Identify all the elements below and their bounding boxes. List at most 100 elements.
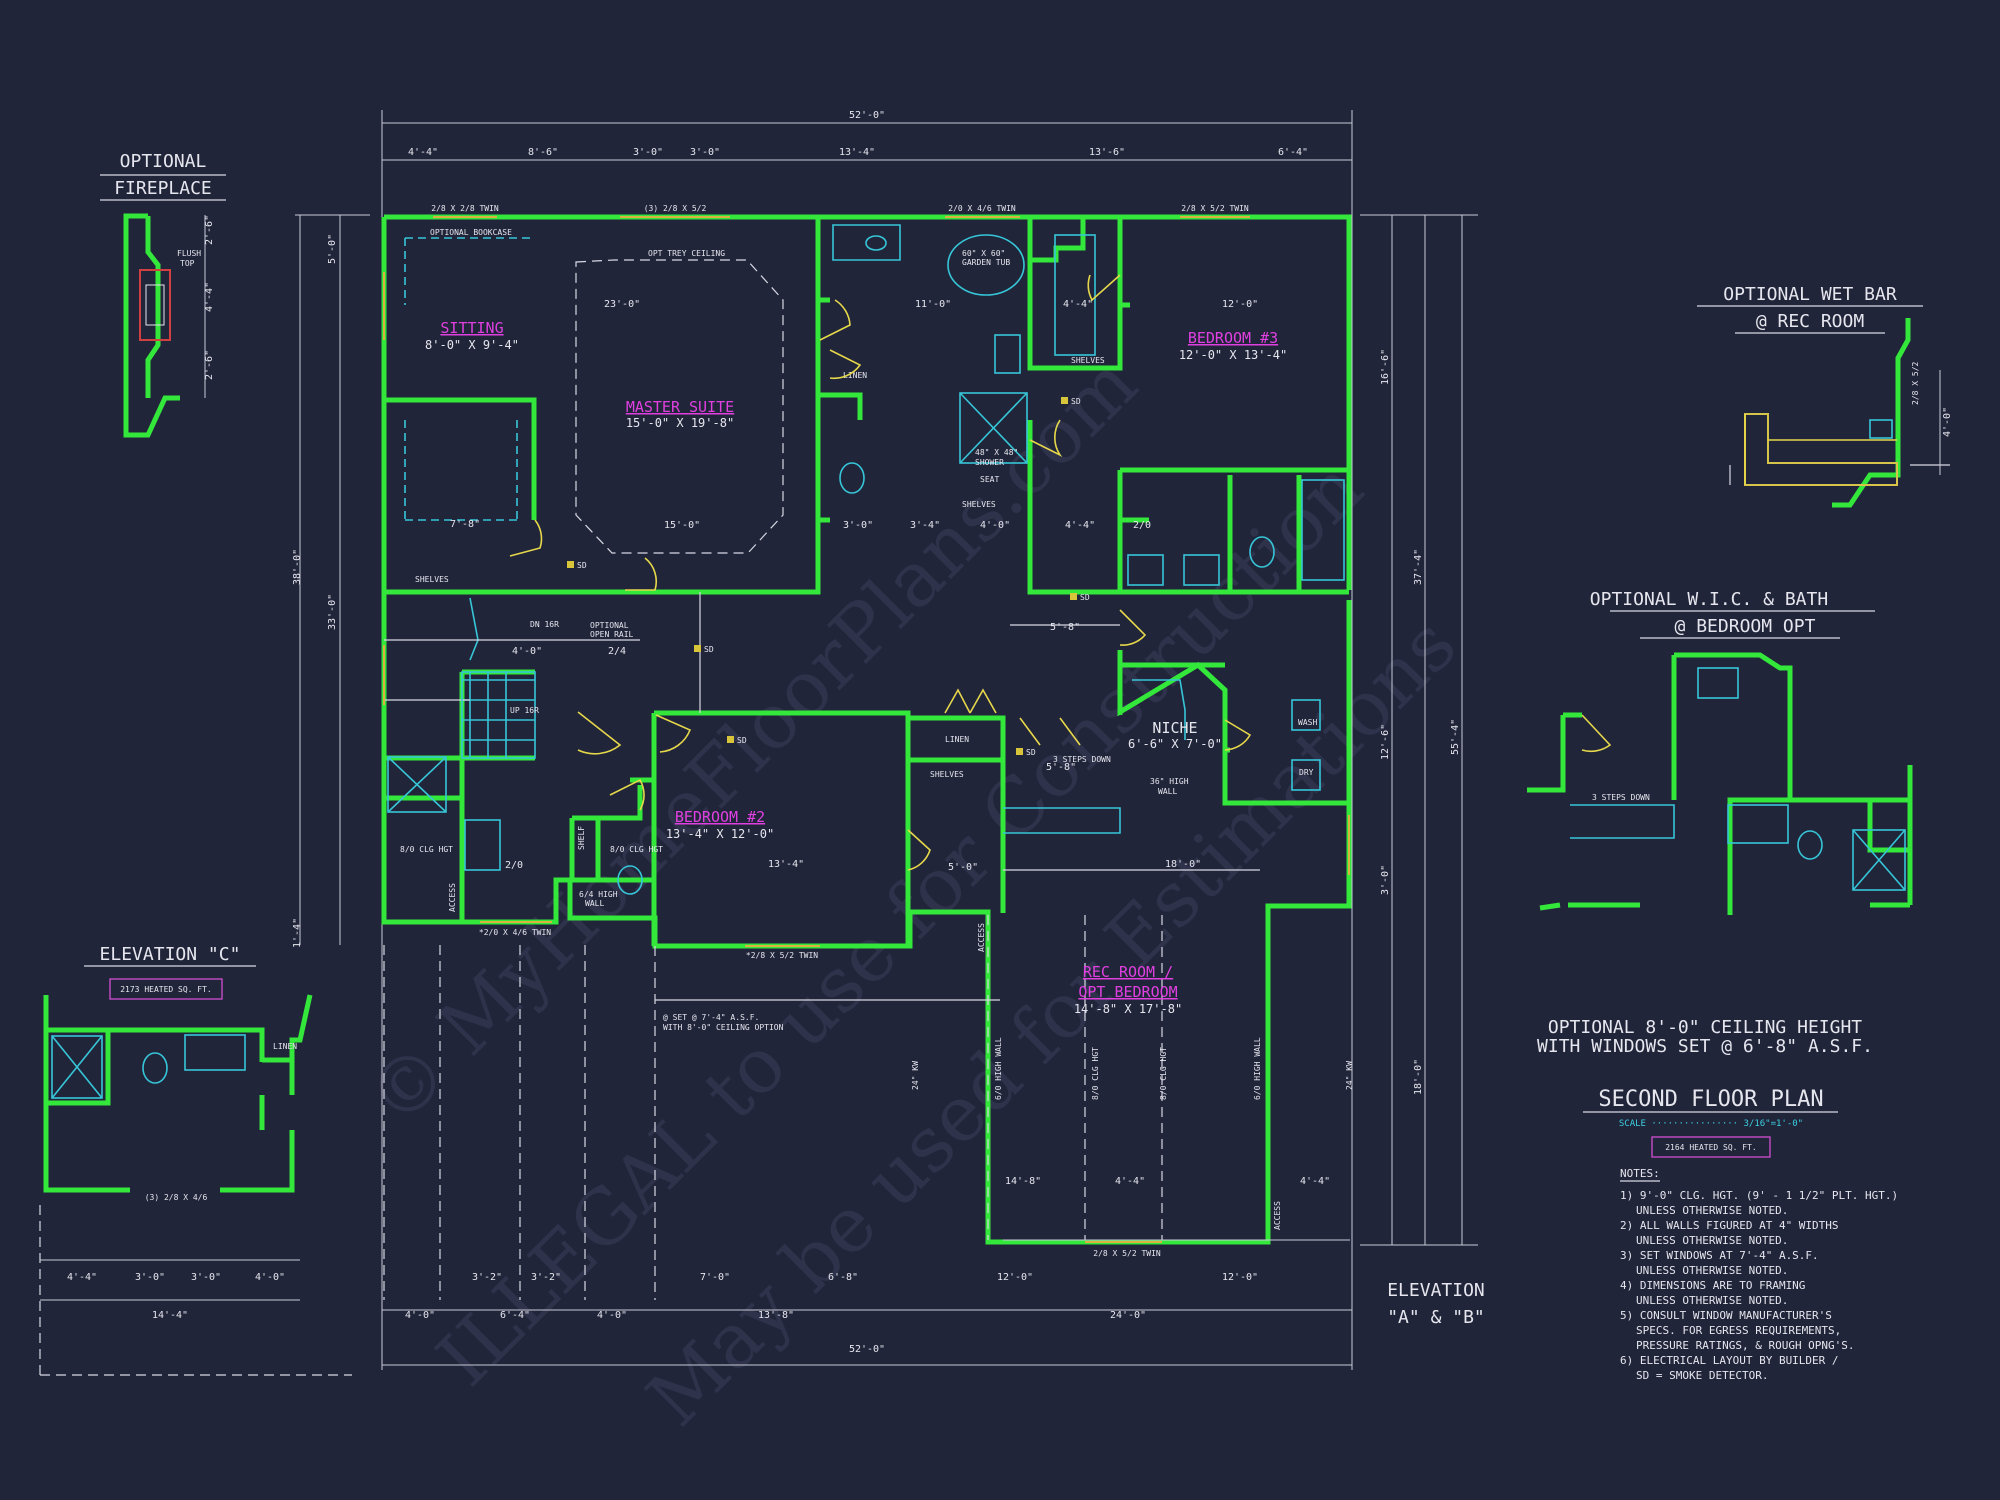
open-rail-2: OPEN RAIL [590, 630, 634, 639]
sd-marker-2 [1061, 397, 1068, 404]
sd-label-4: SD [704, 645, 714, 654]
bath-dim-4: 3'-4" [910, 520, 940, 531]
note-line-4: UNLESS OTHERWISE NOTED. [1636, 1234, 1788, 1247]
note-line-2: UNLESS OTHERWISE NOTED. [1636, 1204, 1788, 1217]
shelf-label: SHELF [577, 826, 586, 850]
garden-tub-size: 60" X 60" [962, 249, 1005, 258]
note-line-5: 3) SET WINDOWS AT 7'-4" A.S.F. [1620, 1249, 1819, 1262]
rec-dim-3: 4'-4" [1300, 1176, 1330, 1187]
bottom2-dim-4: 13'-8" [758, 1310, 794, 1321]
right-dim-3: 12'-6" [1380, 724, 1391, 760]
top-dim-3: 3'-0" [633, 147, 663, 158]
right-dim-4: 55'-4" [1450, 719, 1461, 755]
svg-text:2/8 X 5/2: 2/8 X 5/2 [1911, 361, 1920, 405]
sd-marker-1 [567, 561, 574, 568]
shelves-label-4: SHELVES [930, 770, 964, 779]
top-dim-4: 3'-0" [690, 147, 720, 158]
second-floor-plan-title: SECOND FLOOR PLAN [1598, 1087, 1823, 1112]
room-master-suite-dims: 15'-0" X 19'-8" [626, 416, 734, 430]
bottom-dim-4: 6'-8" [828, 1272, 858, 1283]
ceiling-option-1: OPTIONAL 8'-0" CEILING HEIGHT [1548, 1017, 1862, 1038]
heated-sq-ft: 2164 HEATED SQ. FT. [1665, 1143, 1757, 1152]
wash-label: WASH [1298, 718, 1317, 727]
shelves-label-1: SHELVES [415, 575, 449, 584]
dim-23ft: 23'-0" [604, 299, 640, 310]
linen-label-1: LINEN [843, 371, 867, 380]
wic-title-1: OPTIONAL W.I.C. & BATH [1590, 589, 1828, 610]
dry-label: DRY [1299, 768, 1314, 777]
sd-label-6: SD [1026, 748, 1036, 757]
watermark: © MyHomeFloorPlans.com ILLEGAL to use fo… [350, 339, 1473, 1443]
window-label-1: 2/8 X 2/8 TWIN [431, 204, 499, 213]
room-labels: SITTING 8'-0" X 9'-4" MASTER SUITE 15'-0… [425, 319, 1287, 1016]
ceiling-note-1: @ SET @ 7'-4" A.S.F. [663, 1013, 759, 1022]
optional-bookcase-label: OPTIONAL BOOKCASE [430, 228, 512, 237]
shower-label: SHOWER [975, 458, 1004, 467]
wall-64-2: WALL [585, 899, 604, 908]
annotation-labels: OPTIONAL BOOKCASE OPT TREY CEILING 23'-0… [400, 228, 1354, 1230]
right-dim-6: 3'-0" [1380, 865, 1391, 895]
seat-label: SEAT [980, 475, 999, 484]
trey-ceiling-label: OPT TREY CEILING [648, 249, 725, 258]
elevation-ab-title-2: "A" & "B" [1387, 1307, 1485, 1328]
note-line-11: PRESSURE RATINGS, & ROUGH OPNG'S. [1636, 1339, 1855, 1352]
right-dim-5: 18'-0" [1413, 1059, 1424, 1095]
sd-marker-3 [1070, 593, 1077, 600]
niche-dim: 5'-8" [1046, 762, 1076, 773]
shower-size: 48" X 48" [975, 448, 1018, 457]
elev-c-window: (3) 2/8 X 4/6 [145, 1193, 208, 1202]
clg-hgt-v-2: 8/0 CLG HGT [1159, 1047, 1168, 1100]
high-wall-v-2: 6/0 HIGH WALL [1253, 1037, 1262, 1100]
closet-dim-5: 5'-0" [948, 862, 978, 873]
note-line-7: 4) DIMENSIONS ARE TO FRAMING [1620, 1279, 1805, 1292]
sd-label-2: SD [1071, 397, 1081, 406]
svg-text:TOP: TOP [180, 259, 195, 268]
linen-label-2: LINEN [945, 735, 969, 744]
note-line-13: SD = SMOKE DETECTOR. [1636, 1369, 1768, 1382]
hall-dim-18: 18'-0" [1165, 859, 1201, 870]
top-dim-6: 13'-6" [1089, 147, 1125, 158]
room-niche-dims: 6'-6" X 7'-0" [1128, 737, 1222, 751]
top-dim-5: 13'-4" [839, 147, 875, 158]
elev-c-linen: LINEN [273, 1042, 297, 1051]
overall-dimensions: 52'-0" 4'-4" 8'-6" 3'-0" 3'-0" 13'-4" 13… [292, 110, 1478, 1370]
right-dim-2: 37'-4" [1413, 549, 1424, 585]
steps-down-label: 3 STEPS DOWN [1053, 755, 1111, 764]
dim-15ft: 15'-0" [664, 520, 700, 531]
room-bedroom-3: BEDROOM #3 [1188, 329, 1278, 347]
smoke-detectors: SD SD SD SD SD SD [567, 397, 1090, 757]
interior-details [383, 224, 1350, 1300]
bottom-dim-3: 7'-0" [700, 1272, 730, 1283]
sd-marker-4 [694, 645, 701, 652]
dim-7-8: 7'-8" [450, 519, 480, 530]
room-master-suite: MASTER SUITE [626, 398, 734, 416]
room-sitting-dims: 8'-0" X 9'-4" [425, 338, 519, 352]
note-line-6: UNLESS OTHERWISE NOTED. [1636, 1264, 1788, 1277]
access-label-1: ACCESS [448, 883, 457, 912]
notes-header: NOTES: [1620, 1167, 1660, 1180]
bed3-dim: 12'-0" [1222, 299, 1258, 310]
window-label-7: *2/0 X 4/6 TWIN [479, 928, 551, 937]
sd-label-5: SD [737, 736, 747, 745]
hall-dim-5-8: 5'-8" [1050, 622, 1080, 633]
stair-up: UP 16R [510, 706, 539, 715]
left-dim-3: 33'-0" [327, 594, 338, 630]
sd-marker-5 [727, 736, 734, 743]
bottom2-dim-1: 4'-0" [405, 1310, 435, 1321]
optional-fireplace-detail: OPTIONAL FIREPLACE 2'-6" 4'-4" 2'-6" FLU… [100, 151, 226, 438]
stair-dim-1: 4'-0" [512, 646, 542, 657]
bath-dim-5: 4'-0" [980, 520, 1010, 531]
elev-c-dim-4: 4'-0" [255, 1272, 285, 1283]
elevation-ab-title-1: ELEVATION [1387, 1280, 1485, 1301]
optional-wet-bar-detail: OPTIONAL WET BAR @ REC ROOM 2/8 X 5/2 4'… [1697, 284, 1953, 508]
optional-wic-bath-detail: OPTIONAL W.I.C. & BATH @ BEDROOM OPT 3 S… [1527, 589, 1913, 915]
stair: UP 16R DN 16R [461, 620, 559, 759]
bottom-dim-5: 12'-0" [997, 1272, 1033, 1283]
title-block: OPTIONAL 8'-0" CEILING HEIGHT WITH WINDO… [1387, 1017, 1898, 1382]
fireplace-flush-top: FLUSH [177, 249, 201, 258]
rec-dim-1: 14'-8" [1005, 1176, 1041, 1187]
access-label-3: ACCESS [1273, 1201, 1282, 1230]
room-niche: NICHE [1152, 719, 1197, 737]
door-swings [509, 274, 1252, 871]
